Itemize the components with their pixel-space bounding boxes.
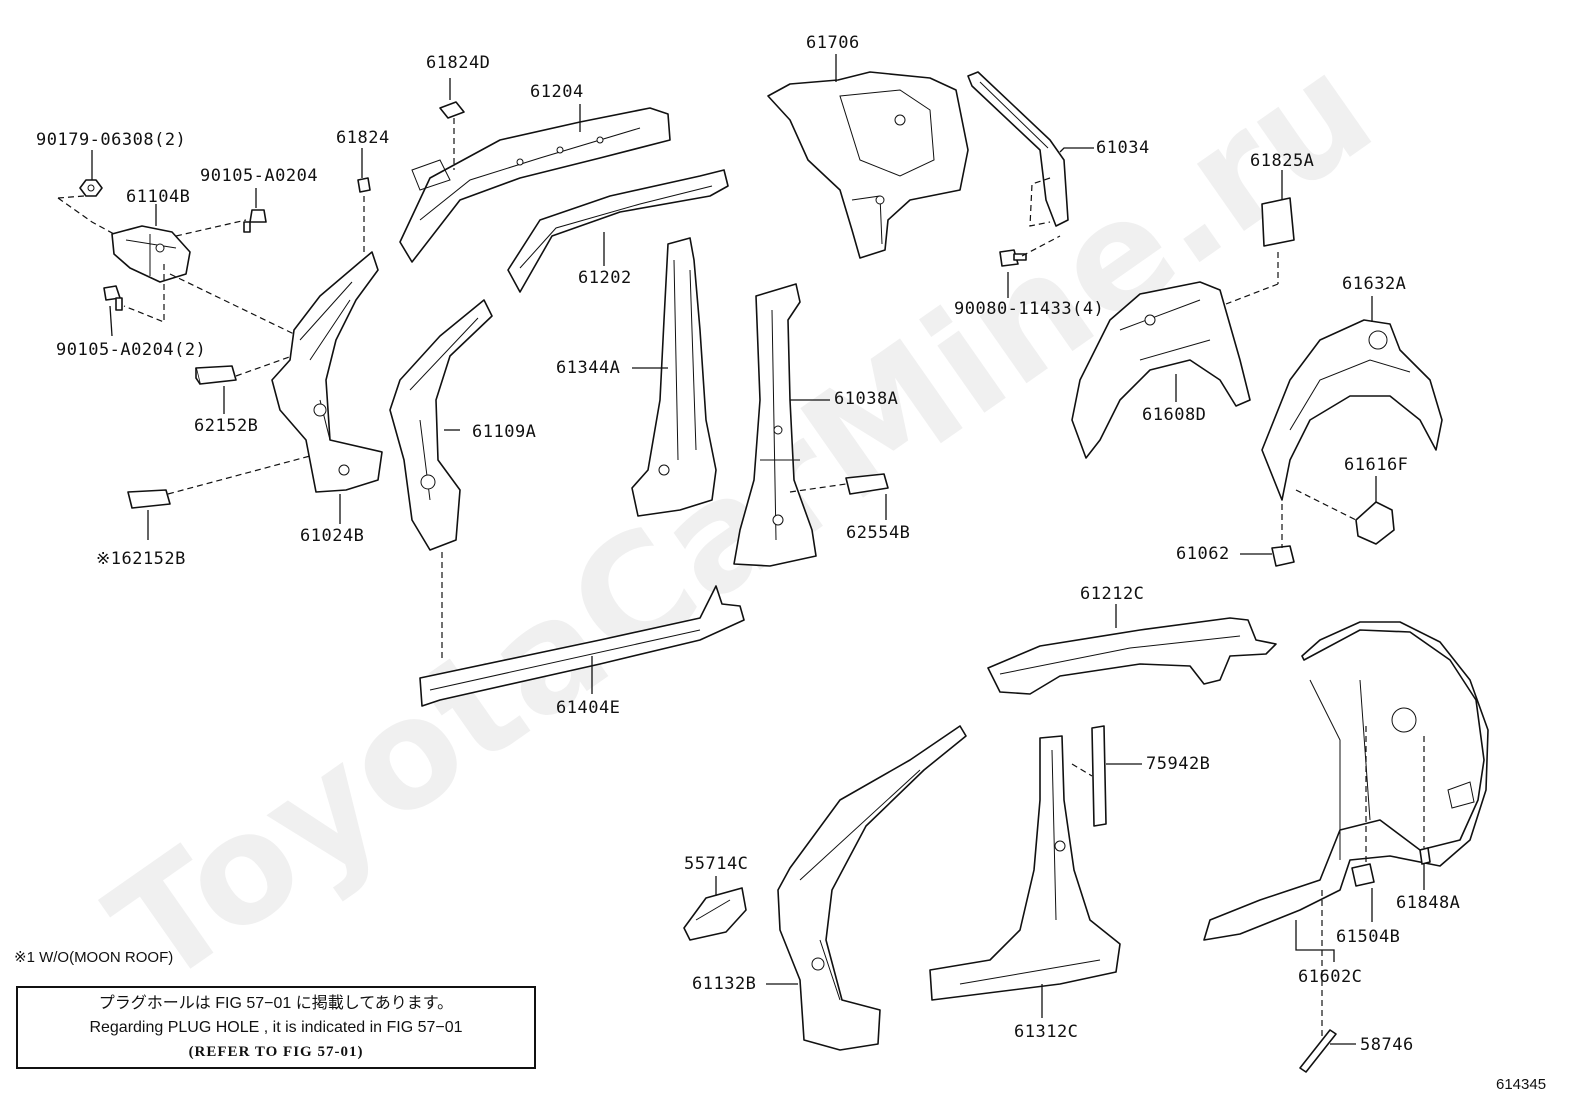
label-61204: 61204 xyxy=(530,82,584,102)
label-61344A: 61344A xyxy=(556,358,620,378)
label-61825A: 61825A xyxy=(1250,151,1314,171)
part-61344A[interactable] xyxy=(631,237,717,517)
part-61504B[interactable] xyxy=(1351,863,1375,887)
label-61038A: 61038A xyxy=(834,389,898,409)
label-61132B: 61132B xyxy=(692,974,756,994)
pad-62152B[interactable] xyxy=(195,365,237,385)
label-61212C: 61212C xyxy=(1080,584,1144,604)
part-61825A[interactable] xyxy=(1261,197,1295,247)
nut-90179-06308[interactable] xyxy=(79,179,103,197)
label-62152B: 62152B xyxy=(194,416,258,436)
label-58746: 58746 xyxy=(1360,1035,1414,1055)
label-61024B: 61024B xyxy=(300,526,364,546)
part-61848A[interactable] xyxy=(1419,847,1431,865)
part-61104B[interactable] xyxy=(111,225,191,283)
part-labels: 61824D 61204 61706 61034 61825A 90179-06… xyxy=(36,33,1460,1055)
notice-reference[interactable]: (REFER TO FIG 57-01) xyxy=(188,1044,364,1060)
label-90179-06308: 90179-06308(2) xyxy=(36,130,186,150)
plug-hole-notice: プラグホールは FIG 57−01 に掲載してあります。 Regarding P… xyxy=(16,986,536,1069)
part-61706[interactable] xyxy=(767,71,969,259)
part-61062[interactable] xyxy=(1271,545,1295,567)
figure-number: 614345 xyxy=(1496,1076,1547,1093)
label-90105-A0204-2: 90105-A0204(2) xyxy=(56,340,206,360)
footnote: ※1 W/O(MOON ROOF) xyxy=(14,949,174,966)
notice-english: Regarding PLUG HOLE , it is indicated in… xyxy=(89,1019,463,1036)
part-61034[interactable] xyxy=(967,71,1069,227)
part-61312C[interactable] xyxy=(929,735,1121,1001)
bolt-90080-11433[interactable] xyxy=(999,249,1027,267)
leader-lines xyxy=(91,54,1425,1045)
part-61038A[interactable] xyxy=(733,283,817,567)
label-61824: 61824 xyxy=(336,128,390,148)
label-61104B: 61104B xyxy=(126,187,190,207)
label-61504B: 61504B xyxy=(1336,927,1400,947)
label-61824D: 61824D xyxy=(426,53,490,73)
label-61616F: 61616F xyxy=(1344,455,1408,475)
part-61602C[interactable] xyxy=(1203,621,1489,941)
part-61616F[interactable] xyxy=(1355,501,1395,545)
label-75942B: 75942B xyxy=(1146,754,1210,774)
part-61632A[interactable] xyxy=(1261,319,1443,501)
label-61034: 61034 xyxy=(1096,138,1150,158)
part-61109A[interactable] xyxy=(389,299,493,551)
notice-japanese: プラグホールは FIG 57−01 に掲載してあります。 xyxy=(98,995,454,1012)
part-61202[interactable] xyxy=(507,169,729,293)
label-90080-11433: 90080-11433(4) xyxy=(954,299,1104,319)
part-61608D[interactable] xyxy=(1071,281,1251,459)
part-61212C[interactable] xyxy=(987,617,1277,695)
bolt-90105-A0204[interactable] xyxy=(243,209,267,233)
part-61404E[interactable] xyxy=(419,585,745,707)
label-61062: 61062 xyxy=(1176,544,1230,564)
label-61202: 61202 xyxy=(578,268,632,288)
pad-62554B[interactable] xyxy=(845,473,889,495)
part-61132B[interactable] xyxy=(777,725,967,1051)
label-61312C: 61312C xyxy=(1014,1022,1078,1042)
label-62554B: 62554B xyxy=(846,523,910,543)
part-61824[interactable] xyxy=(357,177,371,193)
label-61848A: 61848A xyxy=(1396,893,1460,913)
label-61632A: 61632A xyxy=(1342,274,1406,294)
label-61404E: 61404E xyxy=(556,698,620,718)
label-61608D: 61608D xyxy=(1142,405,1206,425)
part-61024B[interactable] xyxy=(271,251,383,493)
label-55714C: 55714C xyxy=(684,854,748,874)
part-61204[interactable] xyxy=(399,107,671,263)
bolt-90105-A0204-2[interactable] xyxy=(103,285,123,311)
label-61109A: 61109A xyxy=(472,422,536,442)
label-61602C: 61602C xyxy=(1298,967,1362,987)
part-58746[interactable] xyxy=(1299,1029,1337,1073)
label-61706: 61706 xyxy=(806,33,860,53)
label-90105-A0204: 90105-A0204 xyxy=(200,166,318,186)
part-61824D[interactable] xyxy=(439,101,465,119)
part-55714C[interactable] xyxy=(683,887,747,941)
part-75942B[interactable] xyxy=(1091,725,1107,827)
label-162152B: ※162152B xyxy=(96,549,186,569)
assembly-lines xyxy=(57,118,1425,1036)
pad-162152B[interactable] xyxy=(127,489,171,509)
